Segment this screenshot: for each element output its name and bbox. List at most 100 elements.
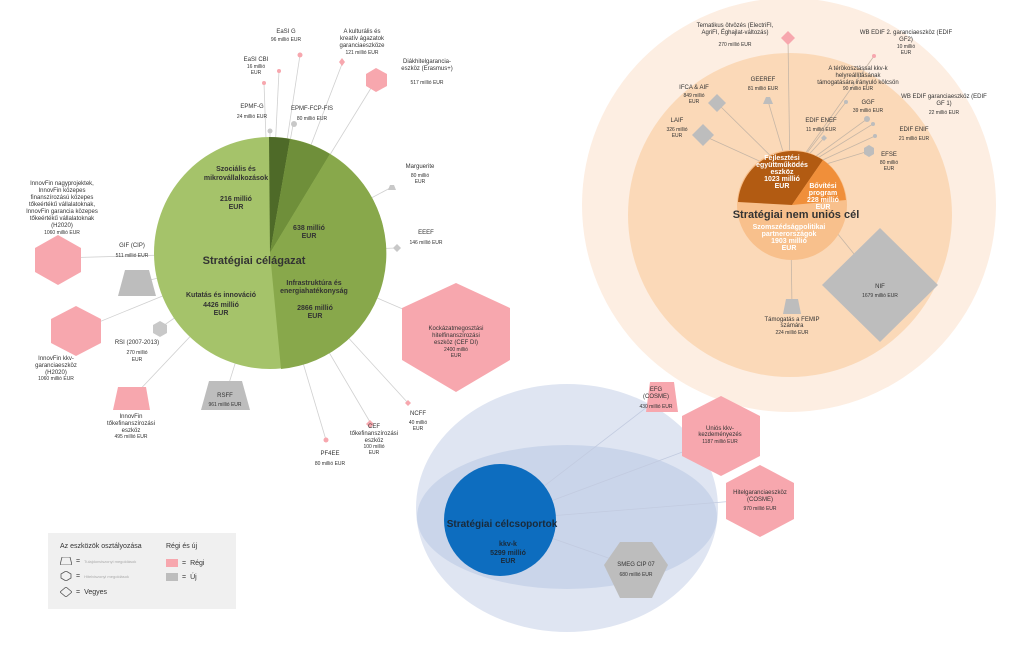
sector-research-line1: Kutatás és innováció [186,292,256,299]
legend-eq-3: = [76,588,81,596]
node-cef-eq [366,420,374,428]
label-cef-eq-name1: CEF [368,424,380,430]
node-efse [864,145,874,157]
legend-diamond-label: Vegyes [84,588,108,596]
label-edif-enif-name: EDIF ENIF [899,127,928,133]
node-marguerite [388,185,396,190]
label-wb-edif1-name1: WB EDIF garanciaeszköz (EDIF [901,94,987,100]
label-wb-edif1-name2: GF 1) [936,101,951,107]
legend-row-old: = Régi [166,559,205,567]
label-tematic-name2: AgriFI, Éghajlat-változás) [701,29,768,36]
legend-hexagon-label: Hitelviszonyi megoldások [84,573,130,579]
node-loan-guar [726,465,794,537]
node-eeef [393,244,401,252]
sector-social-line3: 216 millió [220,196,252,203]
label-wb-edif1-value: 22 millió EUR [929,110,960,116]
left-node-labels: EaSI G 96 millió EUR A kulturális és kre… [26,29,483,467]
label-culture-name1: A kulturális és [343,29,380,35]
label-laif-name: LAIF [671,118,684,124]
label-ncff-name: NCFF [410,411,426,417]
label-edif-enef-name: EDIF ENEF [805,118,837,124]
node-ggf [864,116,870,122]
label-wb-edif2-name1: WB EDIF 2. garanciaeszköz (EDIF [860,30,953,36]
label-femip-value: 224 millió EUR [775,330,808,336]
label-innovfin-kkv-value: 1060 millió EUR [38,376,74,382]
label-culture-name3: garanciaeszköze [339,43,385,49]
label-ceef-name2: hitelfinanszírozási [432,333,480,339]
label-ncff-value1: 40 millió [409,420,428,426]
label-rsi-value2: EUR [132,357,143,363]
dev-line5: EUR [775,183,790,190]
neigh-line3: 1903 millió [771,238,807,245]
node-efg [646,382,678,412]
hexagon-icon [60,571,72,581]
label-tematic-value: 270 millió EUR [718,42,751,48]
ext-line4: EUR [816,204,831,211]
label-local-name3: támogatására irányuló kölcsön [817,80,898,86]
dev-line2: együttműködés [756,162,808,169]
label-marguerite-name: Marguerite [406,164,435,170]
sector-social-line2: mikrovállalkozások [204,175,268,182]
node-edif-enif [873,134,877,138]
node-rsff [201,381,250,410]
label-laif-value1: 326 millió [666,127,687,133]
label-ceef-name1: Kockázatmegosztási [428,326,483,332]
label-eeef-name: EEEF [418,230,434,236]
label-kkv-init-name2: kezdeményezés [698,432,741,438]
label-epmf-fcp-value: 80 millió EUR [297,116,328,122]
label-innovfin-equity-name1: InnovFin [119,414,142,420]
legend-age-title: Régi és új [166,543,198,550]
label-wb-edif2-value1: 10 millió [897,44,916,50]
label-innovfin-kkv-name2: garanciaeszköz [35,363,77,369]
label-rsff-name: RSFF [217,393,233,399]
label-rsi-name: RSI (2007-2013) [115,340,159,346]
label-smeg-name: SMEG CIP 07 [617,562,655,568]
label-marguerite-value1: 80 millió [411,173,430,179]
label-ggf-name: GGF [862,100,875,106]
node-nif [822,228,938,342]
new-swatch [166,573,178,581]
label-laif-value2: EUR [672,133,683,139]
node-easi-cbi-top [297,52,303,58]
label-epmf-fcp-name: EPMF-FCP-FIS [291,106,333,112]
label-innovfin-equity-value: 495 millió EUR [114,434,147,440]
node-easi-g [277,69,281,73]
node-gif [118,270,156,296]
sector-infra-line4: EUR [308,313,323,320]
label-rsi-value1: 270 millió [126,350,147,356]
label-gif-value: 511 millió EUR [116,253,149,259]
ext-line3: 228 millió [807,197,839,204]
label-efse-value1: 80 millió [880,160,899,166]
node-innovfin-equity [113,387,150,410]
right-node-shapes [692,31,938,342]
label-innovfin-kkv-name1: InnovFin kkv- [38,356,74,362]
dev-line3: eszköz [771,169,794,176]
slice-infra [270,154,387,369]
label-eeef-value: 146 millió EUR [409,240,442,246]
label-ggf-value: 39 millió EUR [853,108,884,114]
strategic-sector-title: Stratégiai célágazat [203,255,306,267]
target-groups-line1: kkv-k [499,541,517,548]
node-innovfin-big [35,235,81,285]
sector-infra-line3: 2866 millió [297,305,333,312]
sector-research-line3: EUR [214,310,229,317]
slice-ext [792,160,846,205]
label-epmf-g-name: EPMF-G [240,104,264,110]
node-ifca [708,94,726,112]
label-innovfin-big-name2: InnovFin közepes [38,188,85,194]
node-pf4ee [323,437,329,443]
node-edif-enef [821,135,827,141]
legend-trapezoid-label: Tulajdonviszonyi megoldások [84,558,137,564]
label-easi-cbi-name: EaSI CBI [244,57,269,63]
label-innovfin-big-name6: tőkeértékű vállalatoknak [30,216,95,222]
slice-638 [270,139,330,253]
label-local-name1: A térökosztással kkv-k [828,66,888,72]
legend-row-hexagon: = Hitelviszonyi megoldások [60,571,129,581]
label-easi-g-value: 96 millió EUR [271,37,302,43]
label-femip-name2: számára [780,323,804,329]
label-efse-name: EFSE [881,152,897,158]
label-efg-name1: EFG [650,387,663,393]
sector-labels: Szociális és mikrovállalkozások 216 mill… [186,166,348,320]
non-eu-sector-labels: Fejlesztési együttműködés eszköz 1023 mi… [753,155,839,252]
node-kkv-init [682,396,760,476]
